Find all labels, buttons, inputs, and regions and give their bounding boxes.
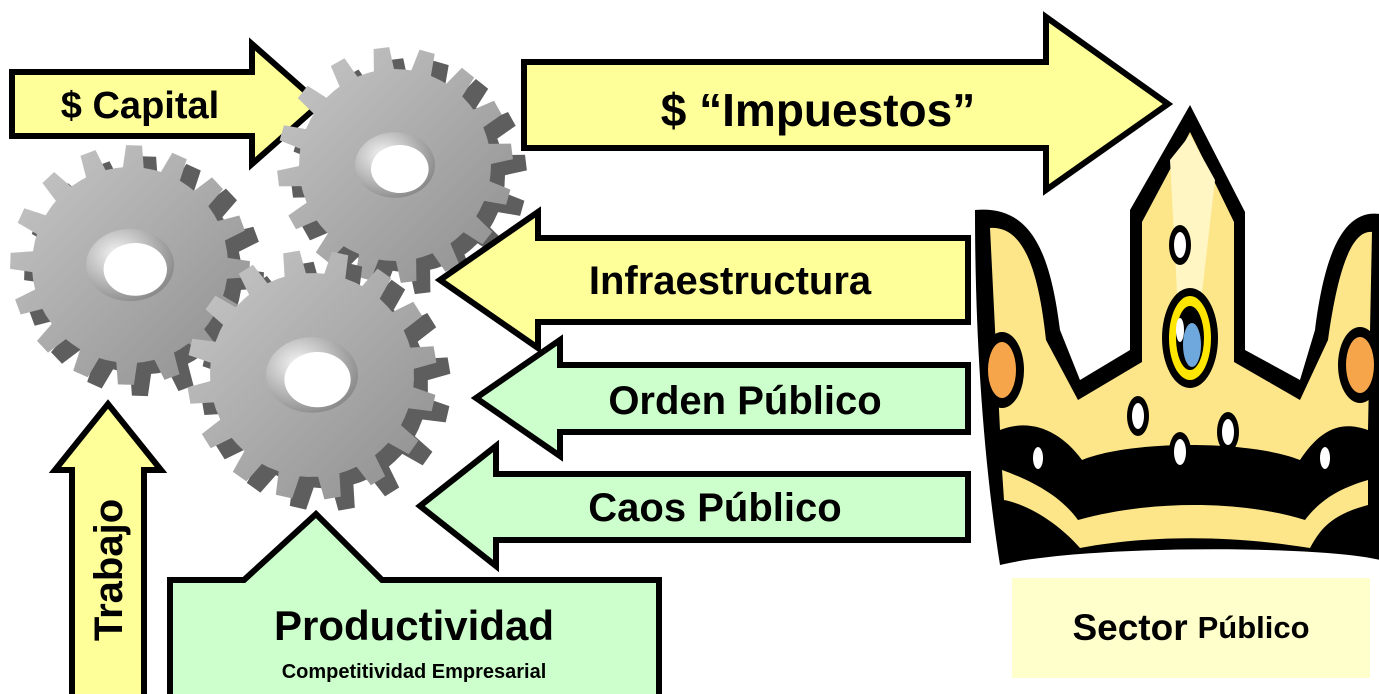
trabajo-label: Trabajo	[87, 499, 131, 641]
orden-publico-label: Orden Público	[608, 379, 881, 423]
infraestructura-arrow: Infraestructura	[434, 206, 971, 354]
sector-sub-label: Público	[1197, 610, 1310, 645]
impuestos-label: $ “Impuestos”	[661, 84, 975, 136]
impuestos-arrow: $ “Impuestos”	[521, 11, 1174, 196]
crown-icon	[975, 105, 1379, 565]
trabajo-arrow: Trabajo	[48, 399, 168, 694]
sector-main-label: Sector	[1072, 607, 1188, 648]
productividad-title: Productividad	[274, 602, 554, 649]
capital-arrow: $ Capital	[9, 37, 325, 171]
caos-publico-label: Caos Público	[588, 486, 841, 530]
capital-label: $ Capital	[61, 85, 219, 127]
infraestructura-label: Infraestructura	[589, 259, 872, 303]
gear-icon	[277, 47, 527, 295]
productividad-subtitle: Competitividad Empresarial	[282, 661, 547, 683]
gear-icon	[10, 145, 264, 397]
caos-publico-arrow: Caos Público	[415, 439, 971, 573]
gear-icon	[187, 250, 451, 511]
orden-publico-arrow: Orden Público	[470, 334, 971, 462]
sector-publico-label-box: Sector Público	[1012, 578, 1370, 678]
productividad-arrow: Productividad Competitividad Empresarial	[167, 509, 662, 694]
